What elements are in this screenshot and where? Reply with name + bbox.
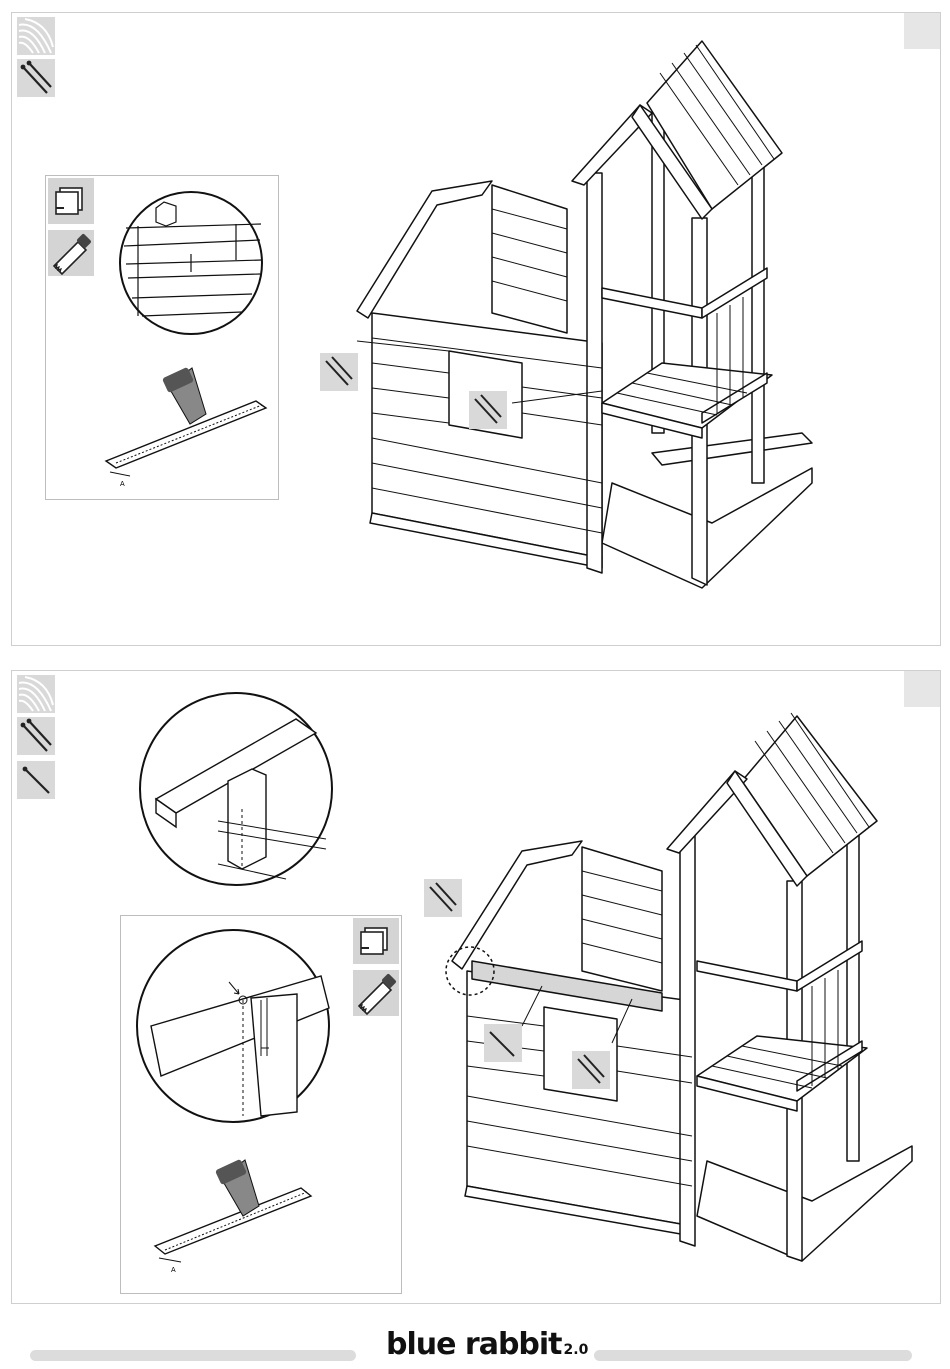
brand-version: 2.0 bbox=[564, 1342, 589, 1358]
brand-name: blue rabbit bbox=[386, 1327, 562, 1362]
playhouse-assembly-illustration bbox=[12, 13, 940, 645]
playhouse-assembly-illustration bbox=[12, 671, 940, 1303]
screw-callout-icon bbox=[572, 1051, 610, 1089]
footer-bar-right bbox=[594, 1350, 912, 1361]
screw-callout-icon bbox=[484, 1024, 522, 1062]
screw-callout-icon bbox=[424, 879, 462, 917]
footer-bar-left bbox=[30, 1350, 356, 1361]
screw-callout-icon bbox=[469, 391, 507, 429]
assembly-step-panel-1: A bbox=[11, 12, 941, 646]
screw-callout-icon bbox=[320, 353, 358, 391]
assembly-step-panel-2: A bbox=[11, 670, 941, 1304]
